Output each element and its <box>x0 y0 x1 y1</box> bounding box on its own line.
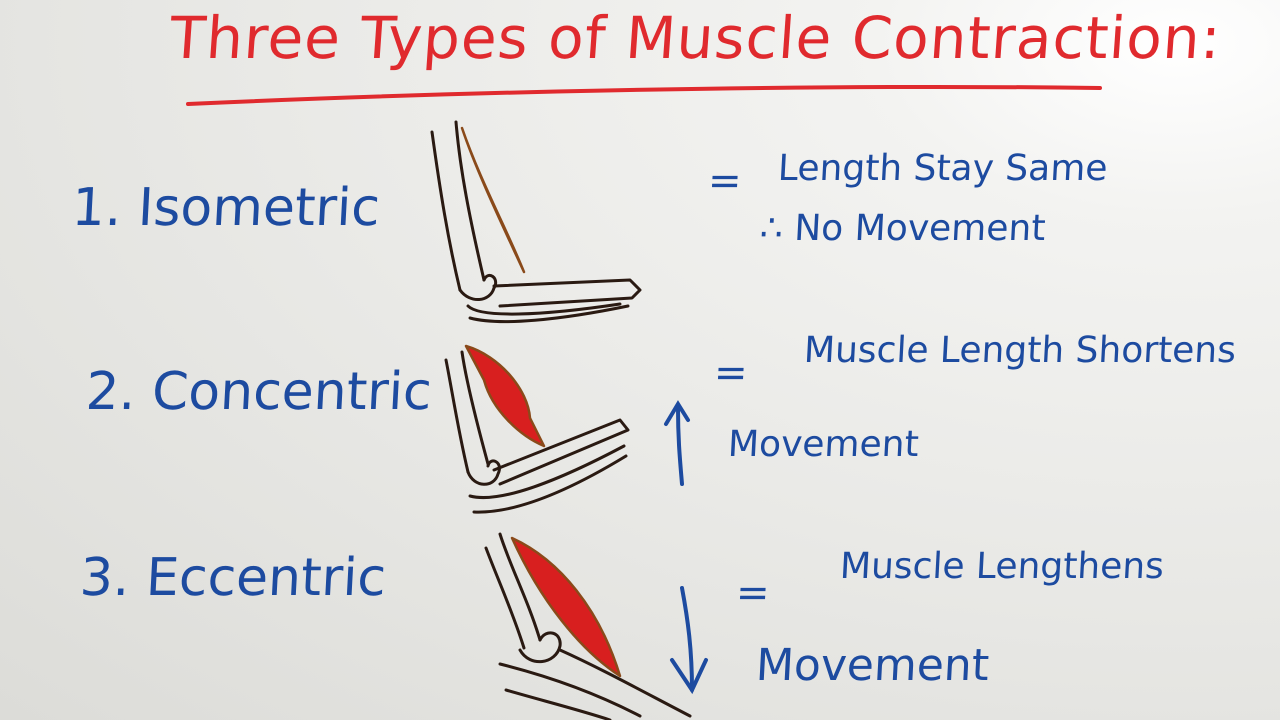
arm-sketch-eccentric <box>486 534 690 720</box>
row-label-concentric: 2. Concentric <box>84 362 433 422</box>
title-underline <box>188 87 1100 104</box>
equals-sign-3: = <box>735 570 771 616</box>
desc-isometric-line-2: ∴ No Movement <box>759 208 1047 249</box>
arm-sketch-isometric <box>432 122 640 322</box>
desc-concentric-line-2: Movement <box>727 424 920 465</box>
arm-sketch-concentric <box>446 346 628 512</box>
row-label-eccentric: 3. Eccentric <box>78 548 387 608</box>
arrow-down-icon <box>672 588 706 690</box>
desc-eccentric-line-1: Muscle Lengthens <box>839 546 1165 587</box>
muscle-isometric <box>462 128 524 272</box>
desc-eccentric-line-2: Movement <box>755 640 991 691</box>
desc-isometric-line-1: Length Stay Same <box>777 148 1109 189</box>
equals-sign-1: = <box>707 158 743 204</box>
arrow-up-icon <box>666 404 688 484</box>
row-label-isometric: 1. Isometric <box>70 178 381 238</box>
equals-sign-2: = <box>713 350 749 396</box>
desc-concentric-line-1: Muscle Length Shortens <box>803 330 1237 371</box>
